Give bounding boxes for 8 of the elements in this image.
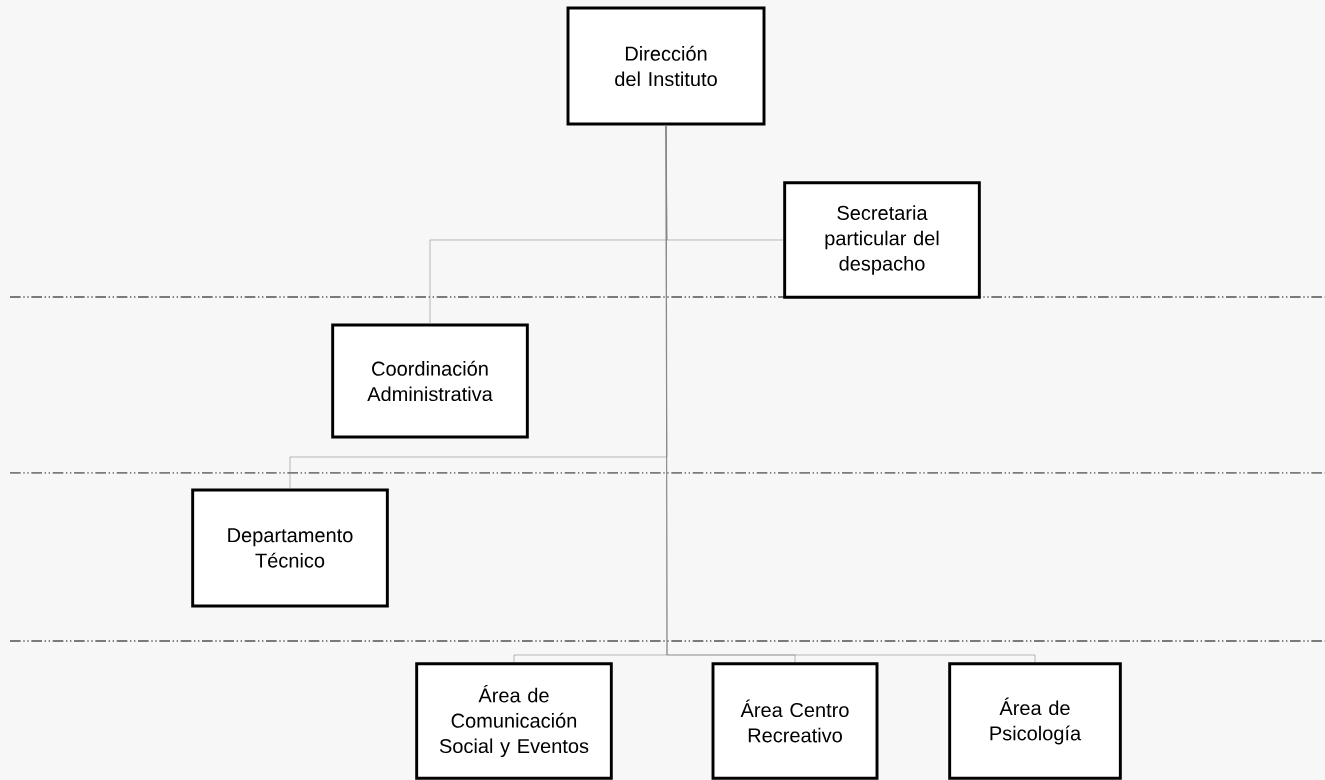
connector-line: [665, 125, 1036, 663]
org-box: Secretaria particular del despacho: [783, 181, 981, 299]
org-box: Dirección del Instituto: [566, 6, 766, 126]
org-box: Área de Psicología: [948, 662, 1122, 780]
org-box: Departamento Técnico: [191, 488, 389, 608]
org-box: Área Centro Recreativo: [711, 662, 879, 780]
org-box: Área de Comunicación Social y Eventos: [415, 662, 613, 780]
org-box: Coordinación Administrativa: [331, 323, 529, 439]
